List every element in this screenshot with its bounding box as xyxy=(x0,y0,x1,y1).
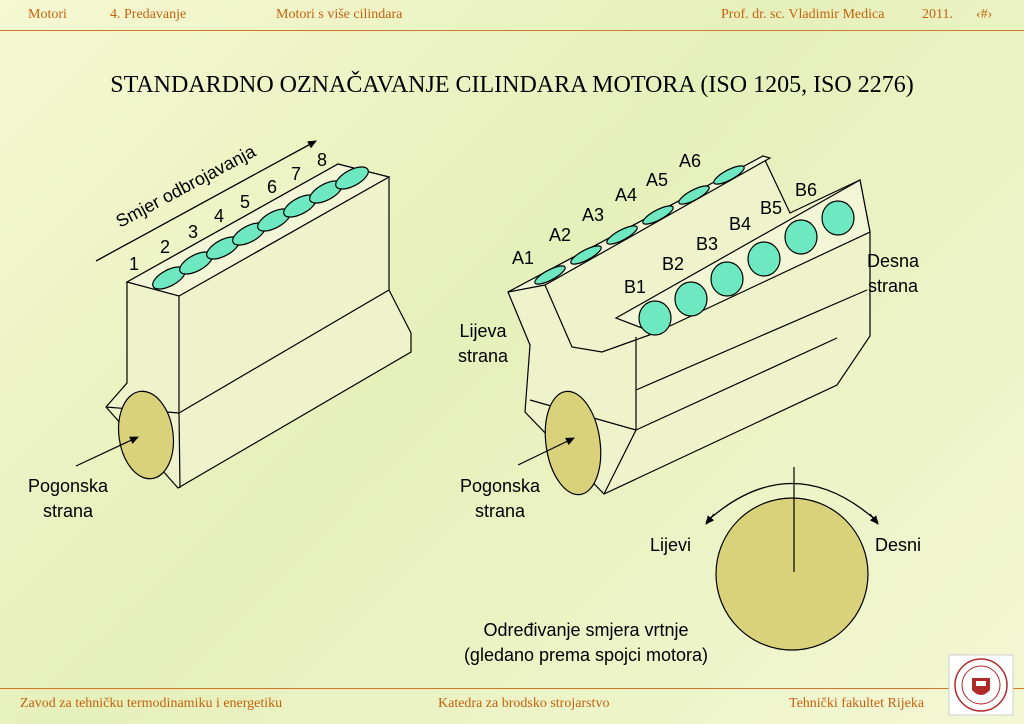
header-course: Motori xyxy=(28,7,67,22)
v-label-b5: B5 xyxy=(760,198,782,218)
v-cylinder-b1 xyxy=(638,300,672,336)
inline-num-4: 4 xyxy=(214,206,224,226)
v-cylinder-a3 xyxy=(606,225,638,245)
inline-num-8: 8 xyxy=(317,150,327,170)
v-label-a5: A5 xyxy=(646,170,668,190)
v-label-a4: A4 xyxy=(615,185,637,205)
v-cylinder-a2 xyxy=(570,245,602,265)
inline-num-2: 2 xyxy=(160,237,170,257)
v-bank-b-cylinders xyxy=(638,200,855,336)
v-label-b3: B3 xyxy=(696,234,718,254)
inline-num-5: 5 xyxy=(240,192,250,212)
header-rule xyxy=(0,30,1024,31)
footer-rule xyxy=(0,688,1024,689)
rotation-disc-icon xyxy=(715,497,869,651)
v-label-a2: A2 xyxy=(549,225,571,245)
v-label-a1: A1 xyxy=(512,248,534,268)
v-bank-a-cylinders xyxy=(534,165,745,285)
v-drive-label-1: Pogonska xyxy=(460,476,541,496)
v-label-b6: B6 xyxy=(795,180,817,200)
v-cylinder-b6 xyxy=(821,200,855,236)
v-cylinder-a1 xyxy=(534,265,566,285)
header-author: Prof. dr. sc. Vladimir Medica xyxy=(721,7,885,22)
v-label-b1: B1 xyxy=(624,277,646,297)
inline-num-3: 3 xyxy=(188,222,198,242)
inline-cylinder-8 xyxy=(335,166,369,190)
rotation-right-label: Desni xyxy=(875,535,921,555)
inline-flywheel-icon xyxy=(117,390,175,480)
left-side-label-2: strana xyxy=(458,346,509,366)
rotation-caption-2: (gledano prema spojci motora) xyxy=(464,645,708,665)
rotation-arrow-right xyxy=(869,513,879,525)
v-cylinder-b4 xyxy=(747,241,781,277)
v-cylinder-a5 xyxy=(678,185,710,205)
v-cylinder-a4 xyxy=(642,205,674,225)
right-side-label-2: strana xyxy=(868,276,919,296)
inline-num-1: 1 xyxy=(129,254,139,274)
inline-cylinders xyxy=(152,166,369,290)
v-label-a6: A6 xyxy=(679,151,701,171)
header-topic: Motori s više cilindara xyxy=(276,7,403,22)
inline-drive-arrow xyxy=(75,436,139,467)
inline-num-6: 6 xyxy=(267,177,277,197)
rotation-caption-1: Određivanje smjera vrtnje xyxy=(483,620,688,640)
inline-num-7: 7 xyxy=(291,164,301,184)
rotation-left-label: Lijevi xyxy=(650,535,691,555)
v-label-b4: B4 xyxy=(729,214,751,234)
footer-right: Tehnički fakultet Rijeka xyxy=(789,696,925,711)
header-page: ‹#› xyxy=(976,7,993,22)
count-direction-label: Smjer odbrojavanja xyxy=(112,141,259,232)
rotation-arrow-left xyxy=(705,513,715,525)
right-side-label-1: Desna xyxy=(867,251,920,271)
v-drive-arrow xyxy=(517,437,575,466)
slide-header: Motori 4. Predavanje Motori s više cilin… xyxy=(0,0,1024,30)
faculty-logo-icon xyxy=(948,654,1014,716)
footer-center: Katedra za brodsko strojarstvo xyxy=(438,696,610,711)
v-label-a3: A3 xyxy=(582,205,604,225)
header-lecture: 4. Predavanje xyxy=(110,7,187,22)
header-year: 2011. xyxy=(922,7,953,22)
slide-title: STANDARDNO OZNAČAVANJE CILINDARA MOTORA … xyxy=(110,72,914,98)
v-label-b2: B2 xyxy=(662,254,684,274)
v-cylinder-a6 xyxy=(713,165,745,185)
left-side-label-1: Lijeva xyxy=(459,321,507,341)
count-direction-arrow xyxy=(95,140,317,262)
rotation-arc xyxy=(705,483,879,523)
v-drive-label-2: strana xyxy=(475,501,526,521)
inline-drive-label-2: strana xyxy=(43,501,94,521)
v-cylinder-b2 xyxy=(674,281,708,317)
footer-left: Zavod za tehničku termodinamiku i energe… xyxy=(20,696,283,711)
v-cylinder-b3 xyxy=(710,261,744,297)
v-cylinder-b5 xyxy=(784,219,818,255)
inline-drive-label-1: Pogonska xyxy=(28,476,109,496)
